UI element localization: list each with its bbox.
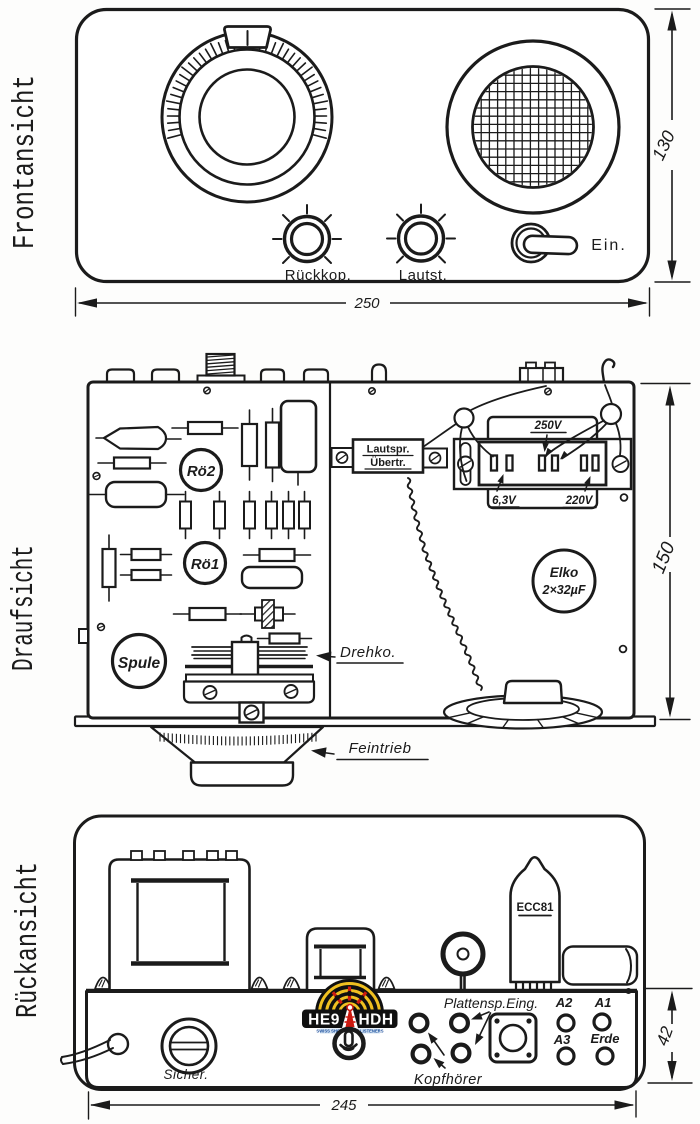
svg-text:2×32µF: 2×32µF <box>542 583 586 597</box>
svg-text:Drehko.: Drehko. <box>340 644 396 661</box>
svg-text:Kopfhörer: Kopfhörer <box>414 1072 483 1088</box>
svg-text:A2: A2 <box>555 995 573 1010</box>
svg-text:Rückkop.: Rückkop. <box>285 267 352 284</box>
svg-text:Feintrieb: Feintrieb <box>349 740 412 757</box>
svg-text:Elko: Elko <box>550 565 579 580</box>
svg-text:ECC81: ECC81 <box>516 902 554 914</box>
svg-text:Rö2: Rö2 <box>187 463 216 480</box>
svg-text:Lautspr.: Lautspr. <box>367 444 410 456</box>
svg-text:A1: A1 <box>594 995 612 1010</box>
svg-text:Spule: Spule <box>118 655 161 672</box>
svg-text:Lautst.: Lautst. <box>399 267 448 284</box>
svg-text:250V: 250V <box>534 420 563 432</box>
svg-text:Rückansicht: Rückansicht <box>11 862 46 1018</box>
svg-text:Ein.: Ein. <box>591 237 627 254</box>
svg-text:250: 250 <box>353 295 380 312</box>
svg-text:HE9: HE9 <box>308 1012 340 1029</box>
svg-text:HDH: HDH <box>358 1012 393 1029</box>
svg-text:245: 245 <box>330 1097 357 1114</box>
svg-text:220V: 220V <box>565 495 594 507</box>
svg-text:Rö1: Rö1 <box>191 556 219 573</box>
svg-text:Sicher.: Sicher. <box>163 1067 208 1082</box>
svg-text:Plattensp.Eing.: Plattensp.Eing. <box>444 995 538 1011</box>
svg-text:Erde: Erde <box>591 1031 620 1046</box>
svg-text:6,3V: 6,3V <box>492 495 517 507</box>
svg-text:Frontansicht: Frontansicht <box>8 75 43 249</box>
svg-text:Draufsicht: Draufsicht <box>7 545 42 671</box>
svg-text:A3: A3 <box>553 1032 571 1047</box>
svg-text:Übertr.: Übertr. <box>370 456 405 469</box>
